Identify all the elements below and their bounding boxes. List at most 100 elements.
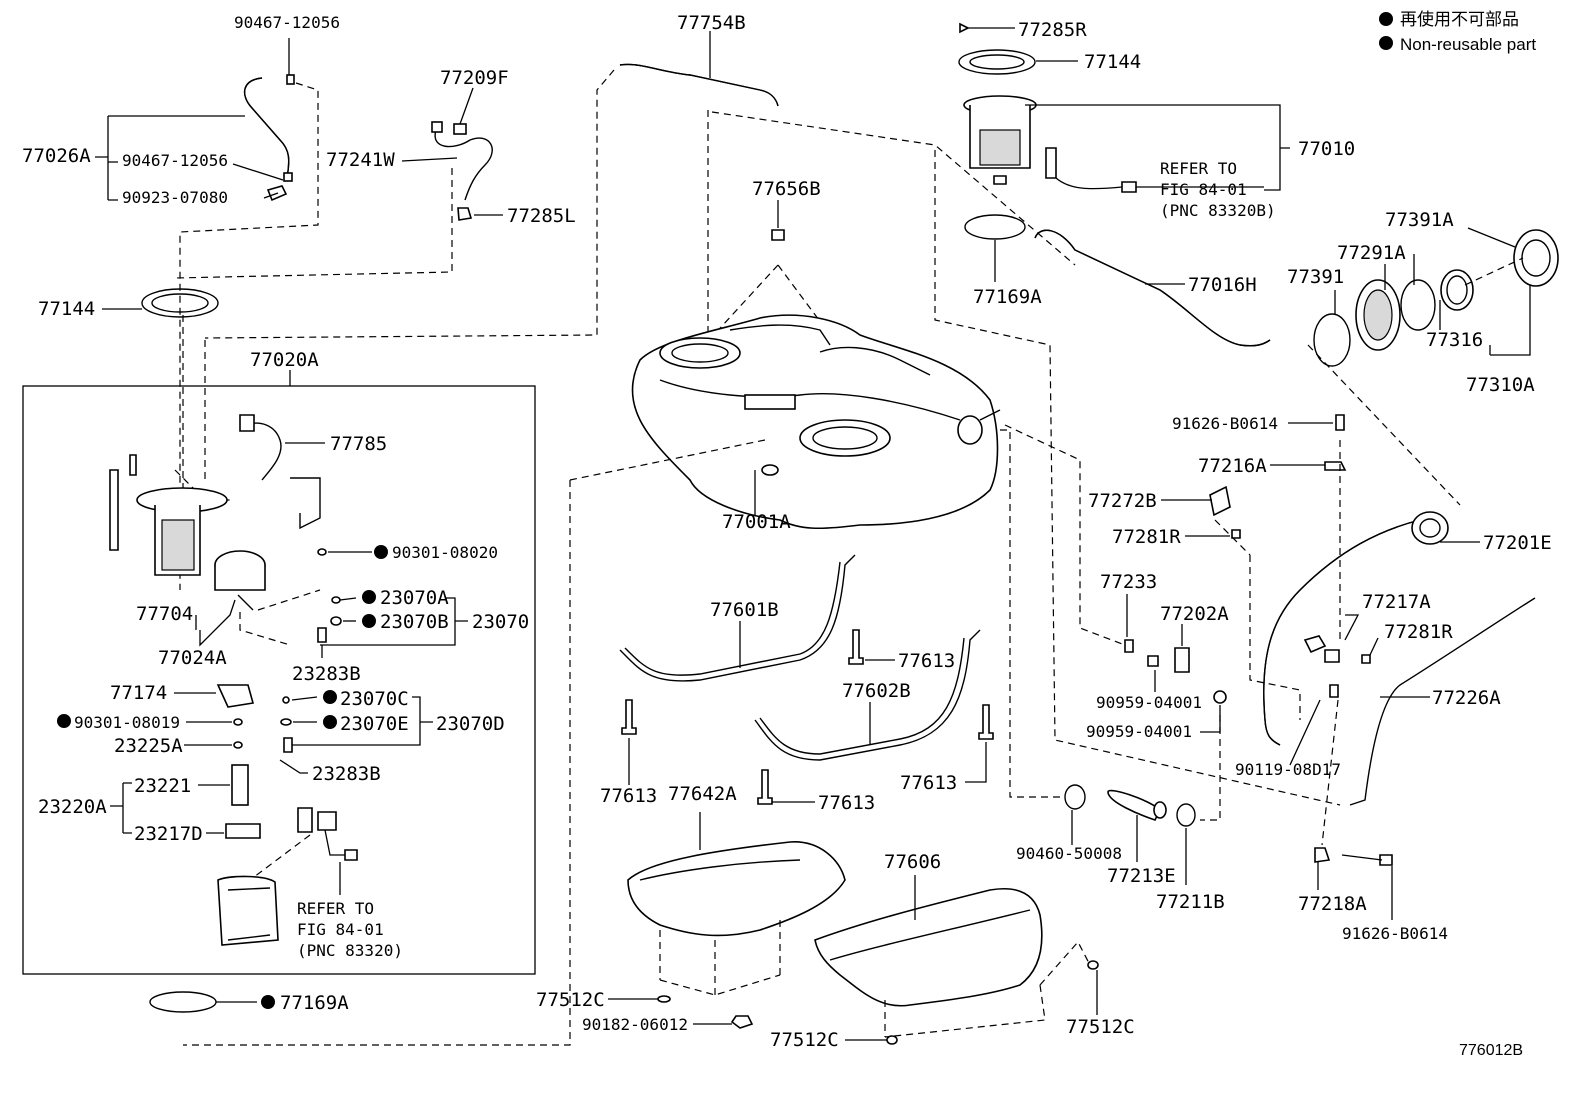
label-90467-12056: 90467-12056 — [122, 151, 228, 170]
label-77211B: 77211B — [1156, 891, 1225, 913]
non-reusable-dot-icon — [261, 995, 275, 1009]
label-77754B: 77754B — [677, 12, 746, 34]
non-reusable-dot-icon — [1379, 12, 1393, 26]
label-77169A: 77169A — [280, 992, 349, 1014]
figure-number: 776012B — [1459, 1042, 1523, 1059]
label-77226A: 77226A — [1432, 687, 1501, 709]
filler-cap-group — [1307, 227, 1559, 506]
label-90460-50008: 90460-50008 — [1016, 844, 1122, 863]
ring-77169A-bottom — [149, 991, 275, 1013]
non-reusable-dot-icon — [362, 614, 376, 628]
hose-77209F-group — [174, 87, 503, 279]
refer-note-line: (PNC 83320) — [297, 941, 403, 960]
ring-77144-left — [102, 288, 219, 318]
bolts-77613 — [621, 629, 994, 805]
non-reusable-dot-icon — [57, 714, 71, 728]
label-77785: 77785 — [330, 433, 387, 455]
label-77233: 77233 — [1100, 571, 1157, 593]
refer-note-line: FIG 84-01 — [1160, 180, 1247, 199]
protector-77606 — [814, 875, 1099, 1045]
label-77216A: 77216A — [1198, 455, 1267, 477]
label-77656B: 77656B — [752, 178, 821, 200]
refer-note-top: REFER TO FIG 84-01 (PNC 83320B) — [1160, 159, 1276, 220]
refer-note-line: FIG 84-01 — [297, 920, 384, 939]
label-23070B: 23070B — [380, 611, 449, 633]
label-23220A: 23220A — [38, 796, 107, 818]
hose-assembly-group — [95, 38, 319, 590]
label-90467-12056: 90467-12056 — [234, 13, 340, 32]
bracket-parts-right — [1124, 414, 1393, 920]
clamp-part — [283, 172, 293, 182]
label-23070E: 23070E — [340, 713, 409, 735]
label-77001A: 77001A — [722, 511, 791, 533]
hose-inner — [243, 77, 290, 179]
label-77613: 77613 — [900, 772, 957, 794]
ring-77169A-top — [964, 214, 1026, 282]
label-90959-04001: 90959-04001 — [1086, 722, 1192, 741]
label-91626-B0614: 91626-B0614 — [1172, 414, 1278, 433]
label-90923-07080: 90923-07080 — [122, 188, 228, 207]
label-77601B: 77601B — [710, 599, 779, 621]
refer-note-line: (PNC 83320B) — [1160, 201, 1276, 220]
label-77201E: 77201E — [1483, 532, 1552, 554]
legend-japanese: 再使用不可部品 — [1400, 9, 1519, 29]
label-77281R: 77281R — [1112, 526, 1181, 548]
label-77512C: 77512C — [536, 989, 605, 1011]
label-23070: 23070 — [472, 611, 529, 633]
label-90182-06012: 90182-06012 — [582, 1015, 688, 1034]
protector-77642A — [608, 812, 846, 1029]
legend-english: Non-reusable part — [1400, 35, 1536, 54]
label-77310A: 77310A — [1466, 374, 1535, 396]
label-77209F: 77209F — [440, 67, 509, 89]
label-77613: 77613 — [898, 650, 955, 672]
non-reusable-dot-icon — [323, 715, 337, 729]
label-77272B: 77272B — [1088, 490, 1157, 512]
filler-pipe-77201E — [1200, 511, 1536, 821]
pump-module-77010 — [958, 22, 1290, 193]
label-77202A: 77202A — [1160, 603, 1229, 625]
clamp-parts-bottom — [1064, 784, 1196, 885]
refer-note-bottom: REFER TO FIG 84-01 (PNC 83320) — [297, 899, 403, 960]
strap-77601B — [619, 554, 856, 682]
label-77144: 77144 — [1084, 51, 1141, 73]
label-23217D: 23217D — [134, 823, 203, 845]
label-23225A: 23225A — [114, 735, 183, 757]
label-23283B: 23283B — [292, 663, 361, 685]
label-77704: 77704 — [136, 603, 193, 625]
non-reusable-dot-icon — [374, 545, 388, 559]
label-77512C: 77512C — [770, 1029, 839, 1051]
label-77512C: 77512C — [1066, 1016, 1135, 1038]
label-77213E: 77213E — [1107, 865, 1176, 887]
label-77016H: 77016H — [1188, 274, 1257, 296]
label-77217A: 77217A — [1362, 591, 1431, 613]
label-77026A: 77026A — [22, 145, 91, 167]
label-77316: 77316 — [1426, 329, 1483, 351]
label-90959-04001: 90959-04001 — [1096, 693, 1202, 712]
hose-77016H — [1034, 229, 1271, 347]
label-77285R: 77285R — [1018, 19, 1087, 41]
non-reusable-dot-icon — [1379, 36, 1393, 50]
label-77169A: 77169A — [973, 286, 1042, 308]
label-23070C: 23070C — [340, 688, 409, 710]
label-23283B: 23283B — [312, 763, 381, 785]
legend: 再使用不可部品 Non-reusable part — [1379, 9, 1536, 54]
strap-77602B — [754, 629, 981, 761]
label-90119-08D17: 90119-08D17 — [1235, 760, 1341, 779]
pipe-77754B — [204, 31, 1076, 360]
label-77391: 77391 — [1287, 266, 1344, 288]
label-77613: 77613 — [600, 785, 657, 807]
label-77602B: 77602B — [842, 680, 911, 702]
label-90301-08019: 90301-08019 — [74, 713, 180, 732]
label-77391A: 77391A — [1385, 209, 1454, 231]
label-90301-08020: 90301-08020 — [392, 543, 498, 562]
label-77606: 77606 — [884, 851, 941, 873]
refer-note-line: REFER TO — [1160, 159, 1237, 178]
label-77613: 77613 — [818, 792, 875, 814]
label-91626-B0614: 91626-B0614 — [1342, 924, 1448, 943]
label-77024A: 77024A — [158, 647, 227, 669]
part-labels: 90467-12056 77026A 90467-12056 90923-070… — [22, 12, 1552, 1051]
non-reusable-markers — [57, 545, 388, 729]
non-reusable-dot-icon — [362, 590, 376, 604]
pump-assembly-box-77020A — [22, 315, 536, 975]
